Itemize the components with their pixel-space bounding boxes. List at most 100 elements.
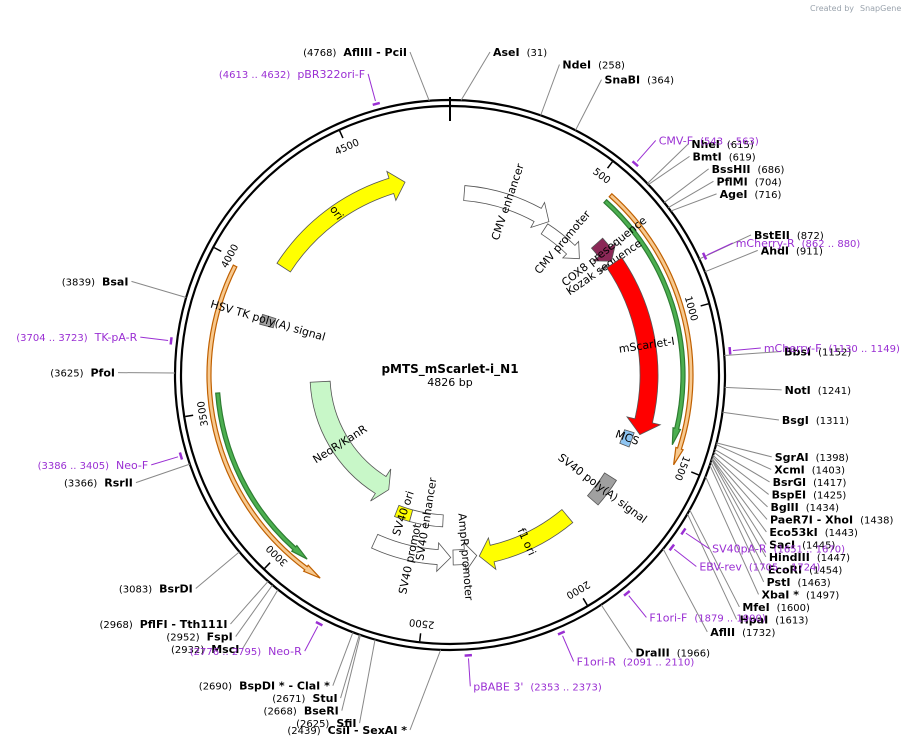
primer-position: (543 .. 563) — [700, 136, 759, 147]
site-saci[interactable]: SacI — [769, 538, 795, 551]
site-bspei[interactable]: BspEI — [772, 488, 806, 501]
site-paer7i-xhoi[interactable]: PaeR7I - XhoI — [770, 513, 853, 526]
feature-cox8-presequence[interactable] — [590, 237, 617, 262]
feature-sv40-promoter[interactable] — [371, 533, 452, 573]
primer-cmv-f[interactable]: CMV-F — [659, 134, 693, 147]
site-nhei[interactable]: NheI — [691, 138, 720, 151]
primer-mark-f1ori-f — [623, 590, 631, 597]
site-sfii[interactable]: SfiI — [336, 717, 356, 730]
site-xbai[interactable]: XbaI * — [762, 588, 800, 601]
feature-sv40-enhancer[interactable] — [409, 509, 444, 528]
site-sgrai[interactable]: SgrAI — [775, 451, 809, 464]
primer-position: (3704 .. 3723) — [16, 333, 88, 344]
site-ahdi[interactable]: AhdI — [761, 244, 789, 257]
primer-sv40pa-r[interactable]: SV40pA-R — [712, 543, 767, 556]
site-fspi[interactable]: FspI — [207, 631, 233, 644]
site-xcmi[interactable]: XcmI — [774, 463, 805, 476]
site-position: (704) — [755, 177, 782, 188]
feature-mcs[interactable] — [619, 429, 635, 448]
site-bsshii[interactable]: BssHII — [712, 163, 751, 176]
primer-mcherry-r[interactable]: mCherry-R — [736, 237, 795, 250]
site-bmti[interactable]: BmtI — [693, 150, 722, 163]
primer-pbr322ori-f[interactable]: pBR322ori-F — [297, 68, 365, 81]
site-bsteii[interactable]: BstEII — [754, 229, 790, 242]
site-afliii-pcii[interactable]: AflIII - PciI — [343, 46, 407, 59]
feature-sv40-poly-a-signal[interactable] — [586, 472, 617, 506]
feature-kozak-sequence[interactable] — [599, 263, 610, 273]
primer-mcherry-f[interactable]: mCherry-F — [764, 342, 822, 355]
site-pflfi-tth111i[interactable]: PflFI - Tth111I — [140, 618, 228, 631]
site-bsrdi[interactable]: BsrDI — [159, 582, 193, 595]
site-leader — [663, 168, 709, 203]
site-position: (1966) — [677, 648, 710, 659]
site-aflii[interactable]: AflII — [710, 626, 735, 639]
site-bsai[interactable]: BsaI — [102, 275, 128, 288]
site-rsrii[interactable]: RsrII — [104, 477, 133, 490]
site-csii-sexai[interactable]: CsiI - SexAI * — [328, 724, 408, 737]
site-position: (2932) — [171, 645, 204, 656]
site-draiii[interactable]: DraIII — [635, 646, 669, 659]
site-ecori[interactable]: EcoRI — [768, 563, 802, 576]
site-leader — [131, 280, 187, 298]
feature-f1-ori[interactable] — [478, 508, 574, 571]
site-stui[interactable]: StuI — [312, 692, 337, 705]
coverage-bar-neor-kanr — [206, 264, 321, 579]
site-hindiii[interactable]: HindIII — [769, 551, 810, 564]
site-leader — [712, 454, 768, 508]
feature-hsv-tk-poly-a-signal[interactable] — [259, 313, 277, 329]
site-bbsi[interactable]: BbsI — [784, 345, 811, 358]
primer-leader — [304, 626, 319, 652]
primer-tk-pa-r[interactable]: TK-pA-R — [94, 331, 138, 344]
feature-cmv-enhancer[interactable] — [463, 185, 550, 229]
primer-leader — [636, 140, 657, 162]
site-position: (872) — [797, 231, 824, 242]
site-bsrgi[interactable]: BsrGI — [773, 476, 806, 489]
site-leader — [195, 551, 240, 589]
site-position: (2968) — [99, 620, 132, 631]
feature-neor-kanr[interactable] — [309, 380, 392, 502]
primer-mark-neo-r — [315, 620, 323, 627]
site-position: (3083) — [119, 584, 152, 595]
site-snabi[interactable]: SnaBI — [605, 74, 641, 87]
site-leader — [686, 513, 738, 620]
site-msci[interactable]: MscI — [211, 643, 239, 656]
site-eco53ki[interactable]: Eco53kI — [769, 526, 817, 539]
scale-tick — [338, 130, 344, 139]
site-asei[interactable]: AseI — [493, 46, 520, 59]
site-bspdi-clai[interactable]: BspDI * - ClaI * — [239, 680, 330, 693]
feature-sv40-ori[interactable] — [393, 504, 414, 523]
site-bseri[interactable]: BseRI — [304, 705, 339, 718]
site-bglii[interactable]: BglII — [771, 501, 799, 514]
primer-neo-f[interactable]: Neo-F — [116, 459, 148, 472]
feature-cmv-promoter[interactable] — [540, 223, 580, 260]
restriction-site-layer: AseI(31)NdeI(258)SnaBI(364)NheI(615)BmtI… — [16, 46, 900, 737]
primer-neo-r[interactable]: Neo-R — [268, 645, 302, 658]
site-agei[interactable]: AgeI — [720, 188, 748, 201]
primer-f1ori-f[interactable]: F1ori-F — [649, 611, 687, 624]
site-leader — [647, 143, 689, 184]
site-position: (4768) — [303, 48, 336, 59]
primer-pbabe-3[interactable]: pBABE 3' — [473, 680, 523, 693]
feature-ori[interactable] — [276, 170, 406, 273]
site-ndei[interactable]: NdeI — [562, 59, 591, 72]
site-mfei[interactable]: MfeI — [742, 601, 769, 614]
primer-f1ori-r[interactable]: F1ori-R — [577, 655, 617, 668]
feature-mscarlet-i[interactable] — [606, 257, 662, 436]
site-hpai[interactable]: HpaI — [740, 613, 769, 626]
scale-tick-label: 2500 — [409, 616, 436, 630]
site-pflmi[interactable]: PflMI — [716, 175, 747, 188]
site-position: (911) — [796, 246, 823, 257]
site-position: (258) — [598, 61, 625, 72]
site-psti[interactable]: PstI — [767, 576, 791, 589]
site-pfoi[interactable]: PfoI — [91, 367, 116, 380]
primer-position: (2353 .. 2373) — [530, 682, 602, 693]
site-leader — [705, 476, 759, 595]
feature-ampr-promoter[interactable] — [452, 541, 478, 573]
primer-leader — [467, 658, 471, 687]
site-leader — [689, 509, 740, 608]
site-leader — [575, 79, 602, 131]
primer-position: (2776 .. 2795) — [190, 647, 262, 658]
primer-ebv-rev[interactable]: EBV-rev — [699, 560, 742, 573]
site-noti[interactable]: NotI — [785, 384, 811, 397]
site-bsgi[interactable]: BsgI — [782, 414, 809, 427]
